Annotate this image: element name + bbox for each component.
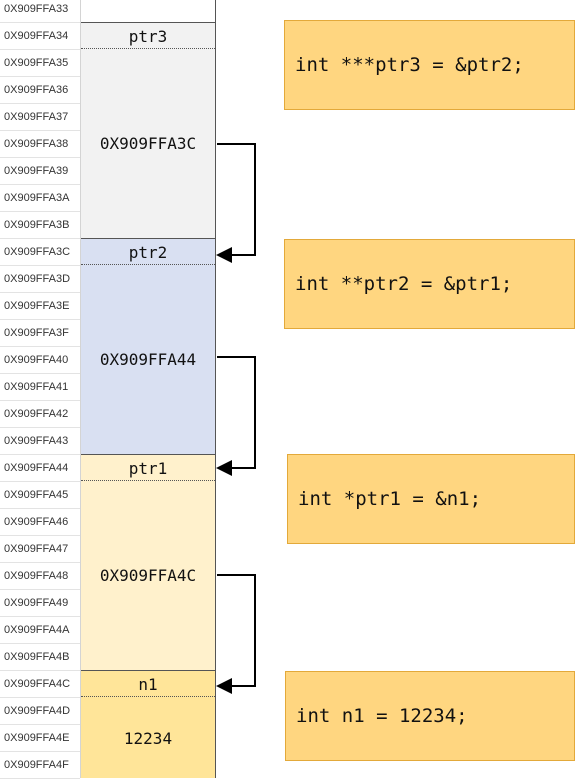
ptr3-name: ptr3: [128, 27, 168, 46]
ptr2-code-box: int **ptr2 = &ptr1;: [284, 239, 575, 329]
ptr2-name-divider: [81, 264, 215, 265]
address-label: 0X909FFA4A: [0, 617, 80, 644]
ptr3-block: [81, 22, 215, 238]
address-label: 0X909FFA3D: [0, 266, 80, 293]
address-label: 0X909FFA3B: [0, 212, 80, 239]
n1-value: 12234: [123, 729, 173, 748]
address-label: 0X909FFA4D: [0, 698, 80, 725]
address-label: 0X909FFA46: [0, 509, 80, 536]
address-label: 0X909FFA3E: [0, 293, 80, 320]
address-label: 0X909FFA44: [0, 455, 80, 482]
address-column-divider: [80, 0, 81, 778]
address-label: 0X909FFA42: [0, 401, 80, 428]
address-label: 0X909FFA37: [0, 104, 80, 131]
ptr2-code: int **ptr2 = &ptr1;: [295, 273, 513, 295]
ptr3-value: 0X909FFA3C: [99, 134, 197, 153]
ptr2-to-ptr1-arrow: [216, 356, 256, 476]
ptr1-value: 0X909FFA4C: [99, 566, 197, 585]
address-label: 0X909FFA48: [0, 563, 80, 590]
address-label: 0X909FFA49: [0, 590, 80, 617]
ptr3-code-box: int ***ptr3 = &ptr2;: [284, 20, 575, 110]
address-label: 0X909FFA47: [0, 536, 80, 563]
ptr3-to-ptr2-arrow: [216, 143, 256, 263]
ptr3-code: int ***ptr3 = &ptr2;: [295, 54, 524, 76]
n1-name: n1: [138, 675, 158, 694]
address-label: 0X909FFA45: [0, 482, 80, 509]
address-label: 0X909FFA4B: [0, 644, 80, 671]
ptr1-to-n1-arrow: [216, 574, 256, 694]
ptr1-code-box: int *ptr1 = &n1;: [287, 454, 575, 544]
address-label: 0X909FFA3F: [0, 320, 80, 347]
ptr1-block: [81, 454, 215, 670]
address-label: 0X909FFA33: [0, 0, 80, 23]
address-label: 0X909FFA41: [0, 374, 80, 401]
address-label: 0X909FFA3C: [0, 239, 80, 266]
address-label: 0X909FFA35: [0, 50, 80, 77]
address-label: 0X909FFA4E: [0, 725, 80, 752]
n1-block: [81, 670, 215, 778]
n1-code: int n1 = 12234;: [296, 705, 468, 727]
n1-name-divider: [81, 696, 215, 697]
ptr1-name: ptr1: [128, 459, 168, 478]
address-label: 0X909FFA38: [0, 131, 80, 158]
address-label: 0X909FFA36: [0, 77, 80, 104]
ptr3-name-divider: [81, 48, 215, 49]
ptr1-code: int *ptr1 = &n1;: [298, 488, 482, 510]
memory-right-border: [215, 0, 216, 778]
ptr2-block: [81, 238, 215, 454]
address-label: 0X909FFA40: [0, 347, 80, 374]
address-label: 0X909FFA34: [0, 23, 80, 50]
ptr2-name: ptr2: [128, 243, 168, 262]
n1-code-box: int n1 = 12234;: [285, 671, 575, 761]
ptr1-name-divider: [81, 480, 215, 481]
address-label: 0X909FFA3A: [0, 185, 80, 212]
address-label: 0X909FFA43: [0, 428, 80, 455]
ptr2-value: 0X909FFA44: [99, 350, 197, 369]
address-label: 0X909FFA4C: [0, 671, 80, 698]
address-label: 0X909FFA39: [0, 158, 80, 185]
